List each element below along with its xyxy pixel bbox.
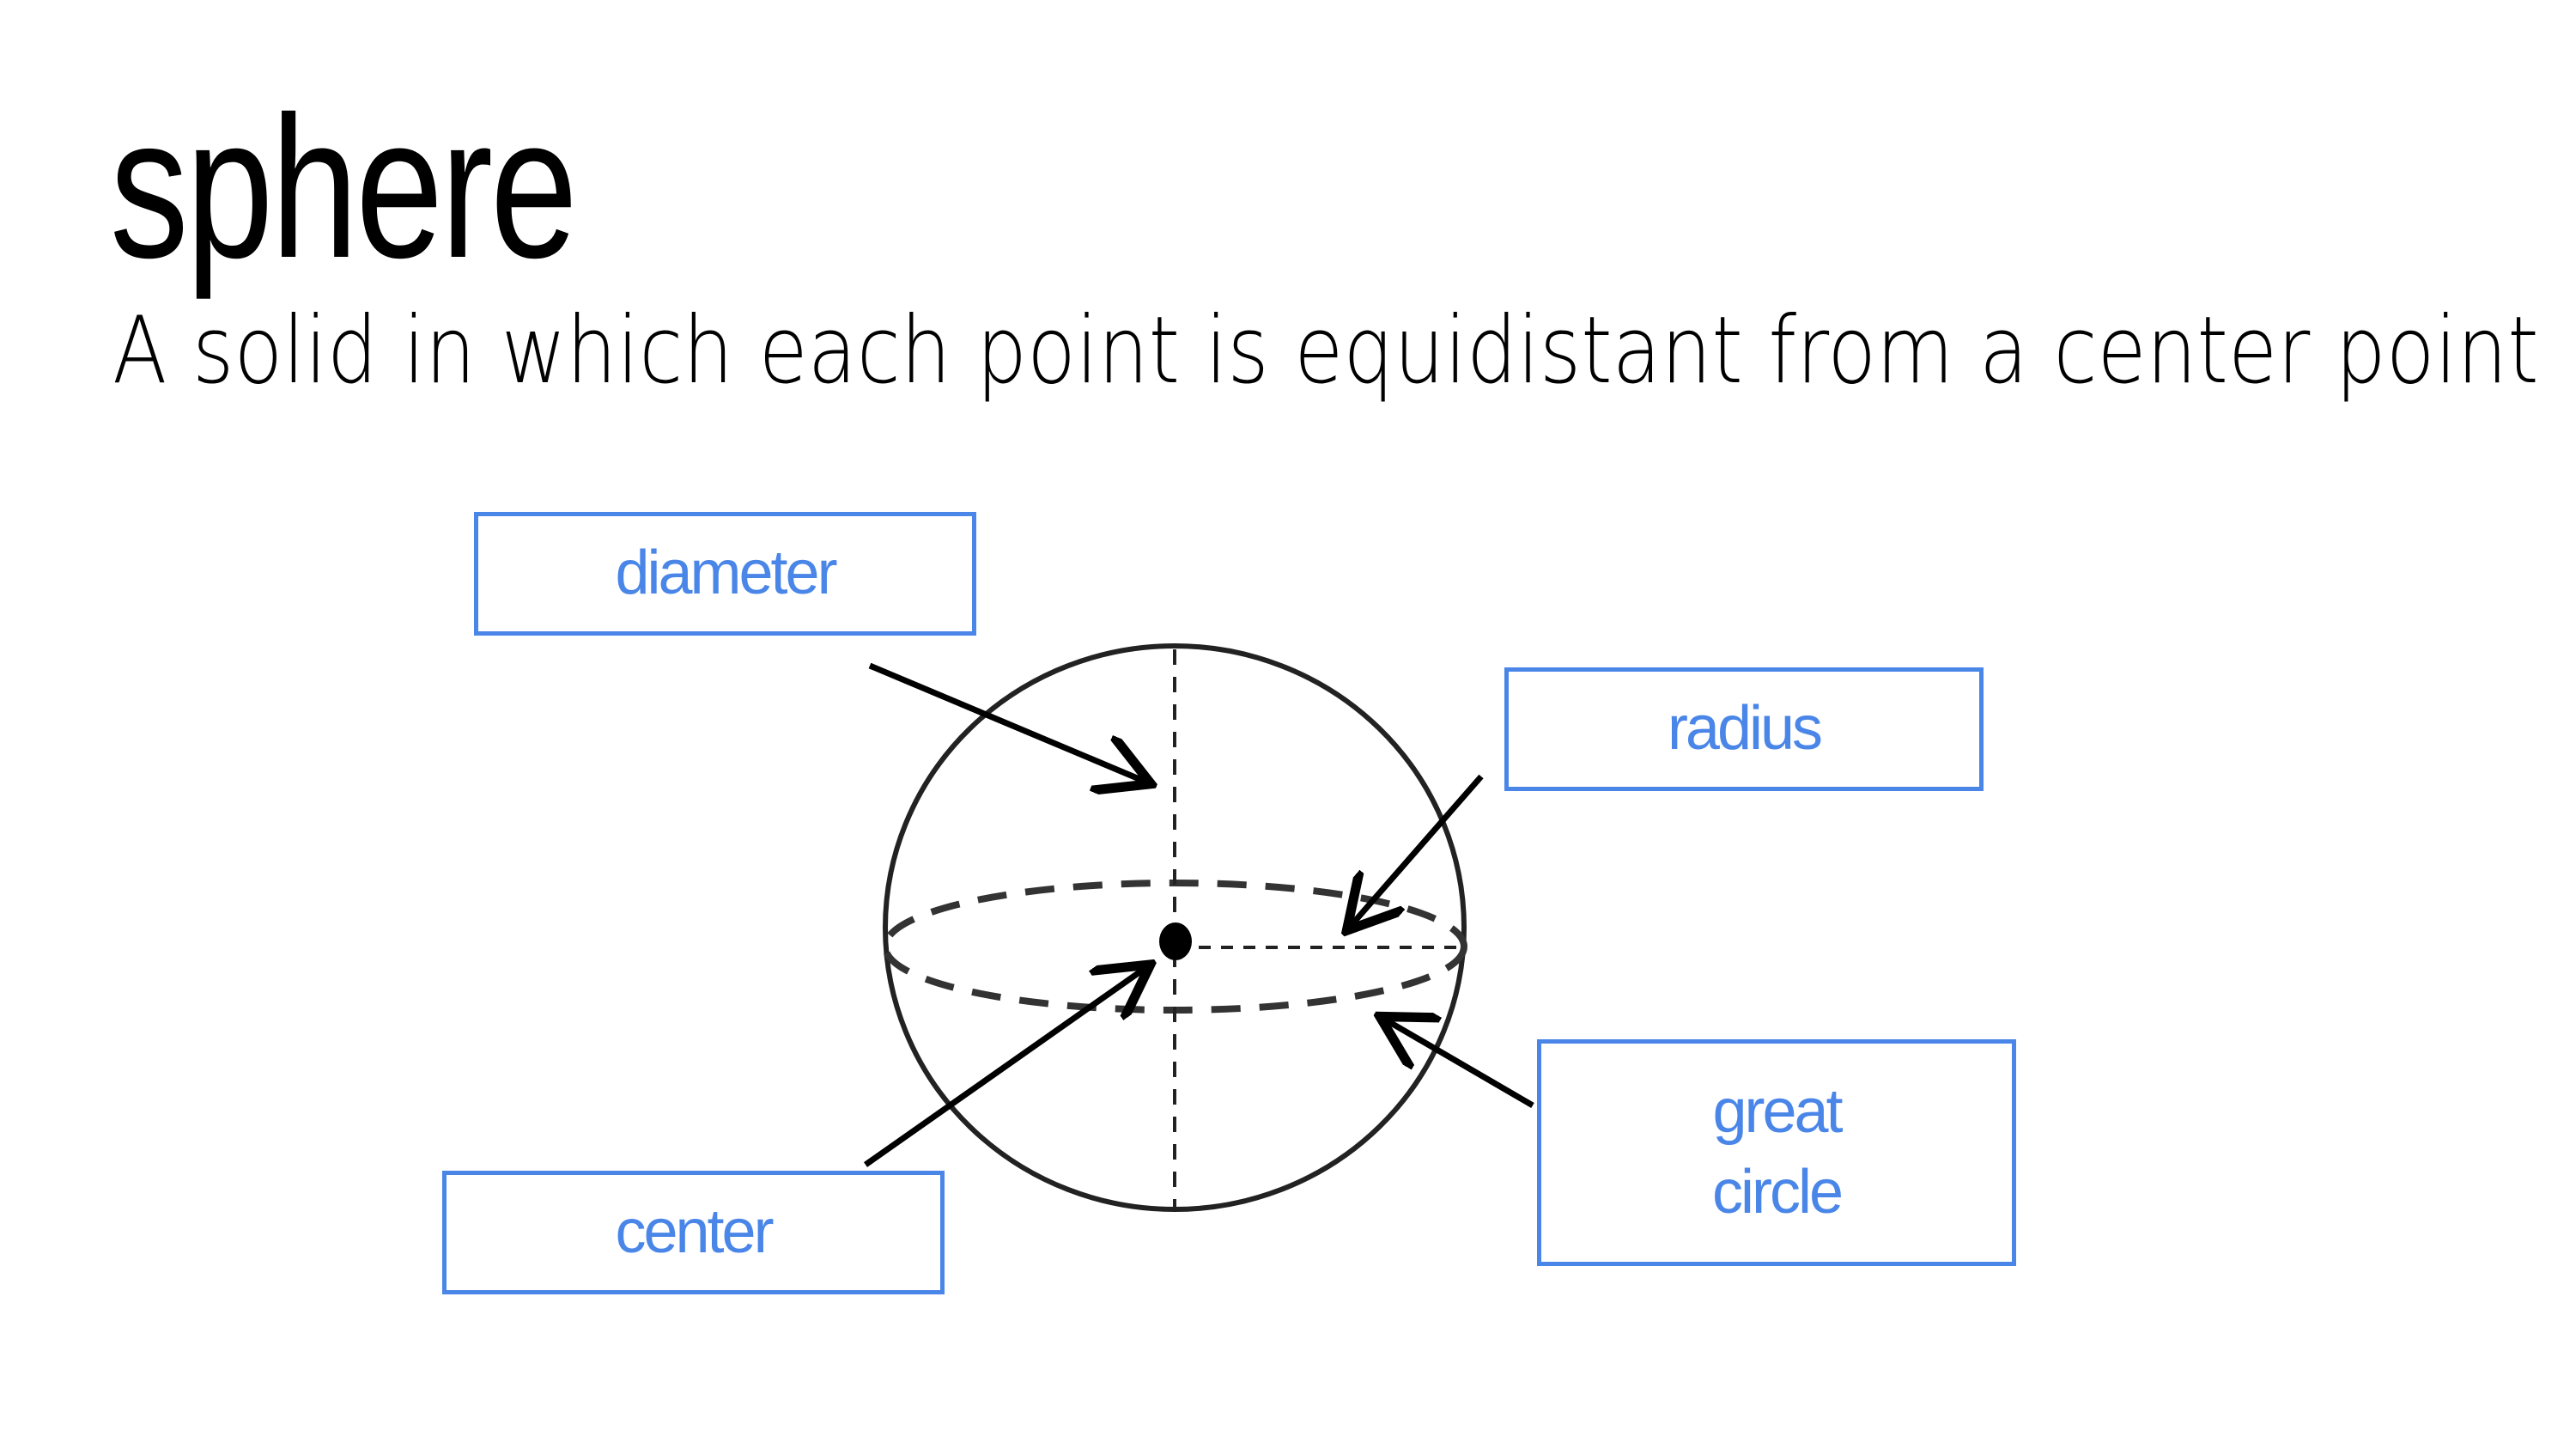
sphere-outline xyxy=(883,643,1467,1212)
center-label: center xyxy=(615,1197,774,1267)
slide-title: sphere xyxy=(110,74,578,300)
slide-subtitle: A solid in which each point is equidista… xyxy=(112,297,2539,405)
radius-arrow xyxy=(1351,774,1484,926)
diameter-arrow xyxy=(868,662,1145,782)
radius-label: radius xyxy=(1667,694,1823,764)
radius-label-box: radius xyxy=(1504,667,1984,791)
center-arrow xyxy=(863,968,1145,1167)
center-point xyxy=(1159,922,1192,960)
diameter-label-box: diameter xyxy=(474,512,976,636)
center-label-box: center xyxy=(442,1171,945,1294)
diameter-label: diameter xyxy=(615,539,837,608)
great-circle-arrow xyxy=(1385,1020,1534,1109)
great-circle-label-box: great circle xyxy=(1537,1039,2016,1266)
great-circle-label-line2: circle xyxy=(1711,1158,1844,1227)
great-circle-label-line1: great xyxy=(1712,1077,1843,1147)
